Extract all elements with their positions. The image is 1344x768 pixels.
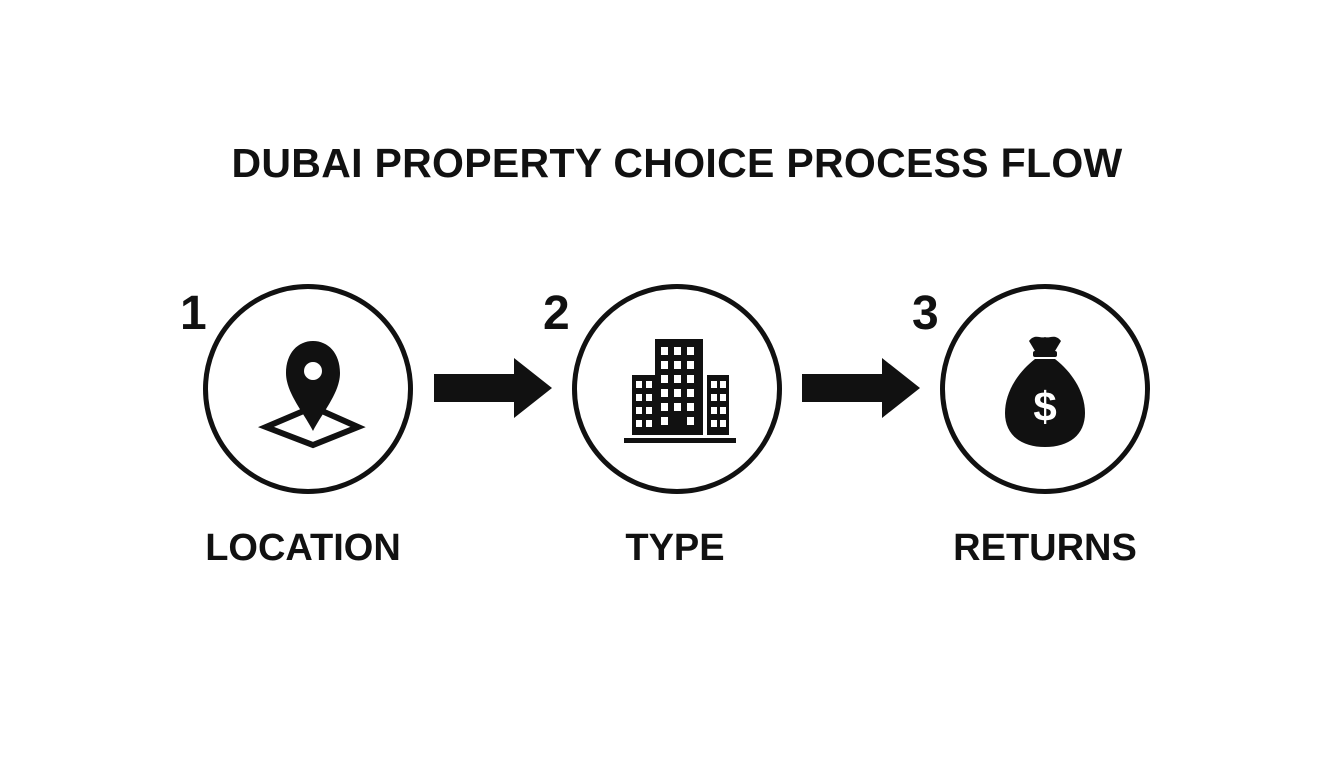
step-label-returns: RETURNS [953,527,1137,569]
step-number-1: 1 [180,287,207,340]
building-icon [624,339,736,443]
step-circle-location [203,284,413,494]
flow-arrow-1 [434,358,552,418]
step-circle-type [572,284,782,494]
step-label-type: TYPE [625,527,725,569]
step-number-2: 2 [543,287,570,340]
flow-arrow-2 [802,358,920,418]
step-label-location: LOCATION [205,527,401,569]
step-number-3: 3 [912,287,939,340]
money-bag-icon: $ [1005,336,1085,447]
svg-text:$: $ [1033,383,1056,430]
diagram-title: DUBAI PROPERTY CHOICE PROCESS FLOW [231,140,1123,186]
map-pin-icon [257,341,366,449]
step-circle-returns: $ [940,284,1150,494]
